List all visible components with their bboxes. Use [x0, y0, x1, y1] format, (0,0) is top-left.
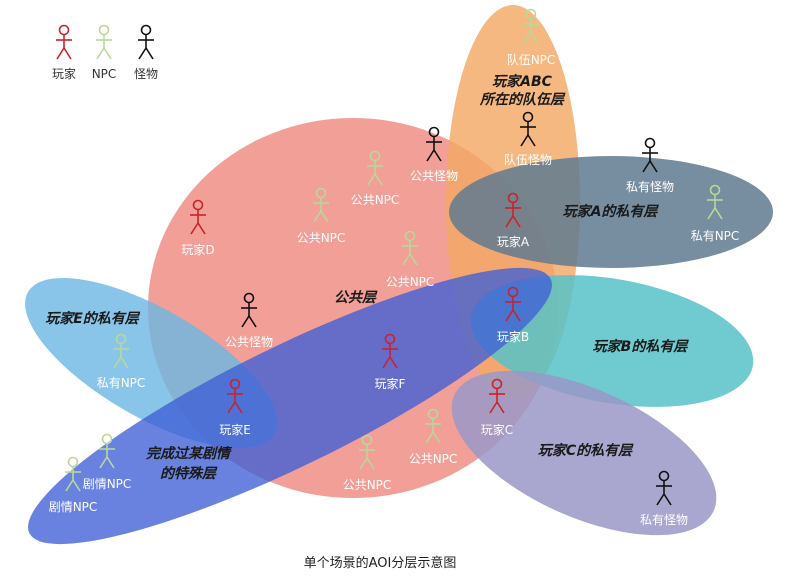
private-monster-c-label: 私有怪物 — [640, 513, 688, 527]
legend-monster-icon — [137, 24, 155, 60]
team-monster-label: 队伍怪物 — [504, 152, 552, 167]
player-c-private-layer-ellipse — [451, 370, 717, 536]
private-npc-a-label: 私有NPC — [691, 229, 740, 243]
legend-npc-icon — [95, 24, 113, 60]
legend-player-icon — [55, 24, 73, 60]
special-layer-title-line1: 完成过某剧情 — [146, 445, 233, 462]
player-a-private-layer-title: 玩家A的私有层 — [563, 203, 660, 220]
player-c-label: 玩家C — [481, 422, 513, 437]
special-layer-title-line2: 的特殊层 — [160, 465, 218, 482]
diagram-caption: 单个场景的AOI分层示意图 — [304, 555, 457, 571]
player-b-label: 玩家B — [497, 329, 529, 344]
team-layer-title-line1: 玩家ABC — [492, 73, 553, 90]
player-e-private-layer-title: 玩家E的私有层 — [45, 310, 141, 327]
public-monster-2-label: 公共怪物 — [225, 335, 273, 349]
legend-monster-label: 怪物 — [134, 67, 158, 81]
public-npc-1-label: 公共NPC — [351, 193, 400, 207]
player-a-label: 玩家A — [497, 234, 530, 249]
public-monster-1-label: 公共怪物 — [410, 169, 458, 183]
team-layer-title-line2: 所在的队伍层 — [479, 91, 566, 108]
public-npc-4-label: 公共NPC — [409, 452, 458, 466]
story-npc-1-label: 剧情NPC — [83, 477, 132, 491]
legend-npc-label: NPC — [92, 67, 117, 81]
player-e-label: 玩家E — [219, 422, 251, 437]
player-f-label: 玩家F — [375, 376, 406, 391]
player-b-private-layer-title: 玩家B的私有层 — [593, 338, 690, 355]
public-npc-5-label: 公共NPC — [343, 478, 392, 492]
team-npc-label: 队伍NPC — [507, 52, 556, 67]
player-a-private-layer-ellipse — [449, 156, 773, 268]
public-npc-3-label: 公共NPC — [386, 275, 435, 289]
player-c-private-layer-title: 玩家C的私有层 — [538, 442, 634, 459]
public-layer-title: 公共层 — [334, 290, 378, 306]
public-npc-2-label: 公共NPC — [297, 231, 346, 245]
story-npc-2-label: 剧情NPC — [49, 500, 98, 514]
legend-player-label: 玩家 — [52, 66, 76, 81]
private-monster-a-label: 私有怪物 — [626, 180, 674, 194]
player-d-label: 玩家D — [181, 242, 214, 257]
private-npc-e-label: 私有NPC — [97, 376, 146, 390]
special-layer-ellipse — [28, 267, 552, 545]
